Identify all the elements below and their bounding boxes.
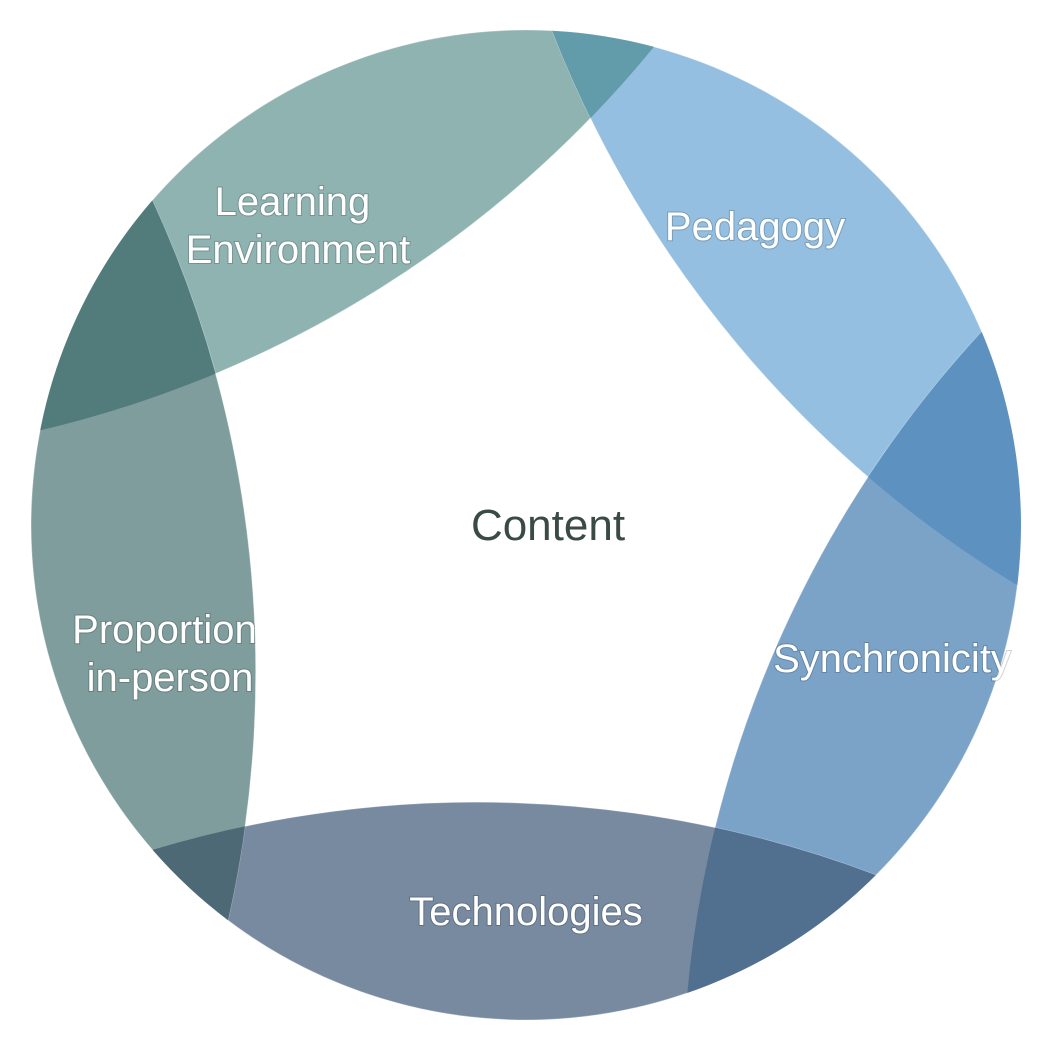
label-learning-environment: Learning Environment [186,180,411,272]
label-pedagogy-line-1: Pedagogy [665,205,845,249]
label-synchronicity: Synchronicity [773,637,1011,681]
overlap-proportion-learning [40,200,256,431]
label-proportion-line-2: in-person [87,656,254,700]
petal-labels: Learning Environment Pedagogy Synchronic… [71,179,1012,935]
label-technologies: Technologies [409,890,643,934]
overlap-pedagogy-synchronicity [687,331,1021,586]
center-label-content: Content [471,501,625,550]
label-learning-line-2: Environment [186,228,411,272]
label-technologies-line-1: Technologies [409,890,643,934]
label-proportion-in-person: Proportion in-person [72,608,268,700]
label-pedagogy: Pedagogy [665,205,845,249]
label-synchronicity-line-1: Synchronicity [773,637,1011,681]
label-learning-line-1: Learning [215,180,371,224]
label-proportion-line-1: Proportion [72,608,257,652]
